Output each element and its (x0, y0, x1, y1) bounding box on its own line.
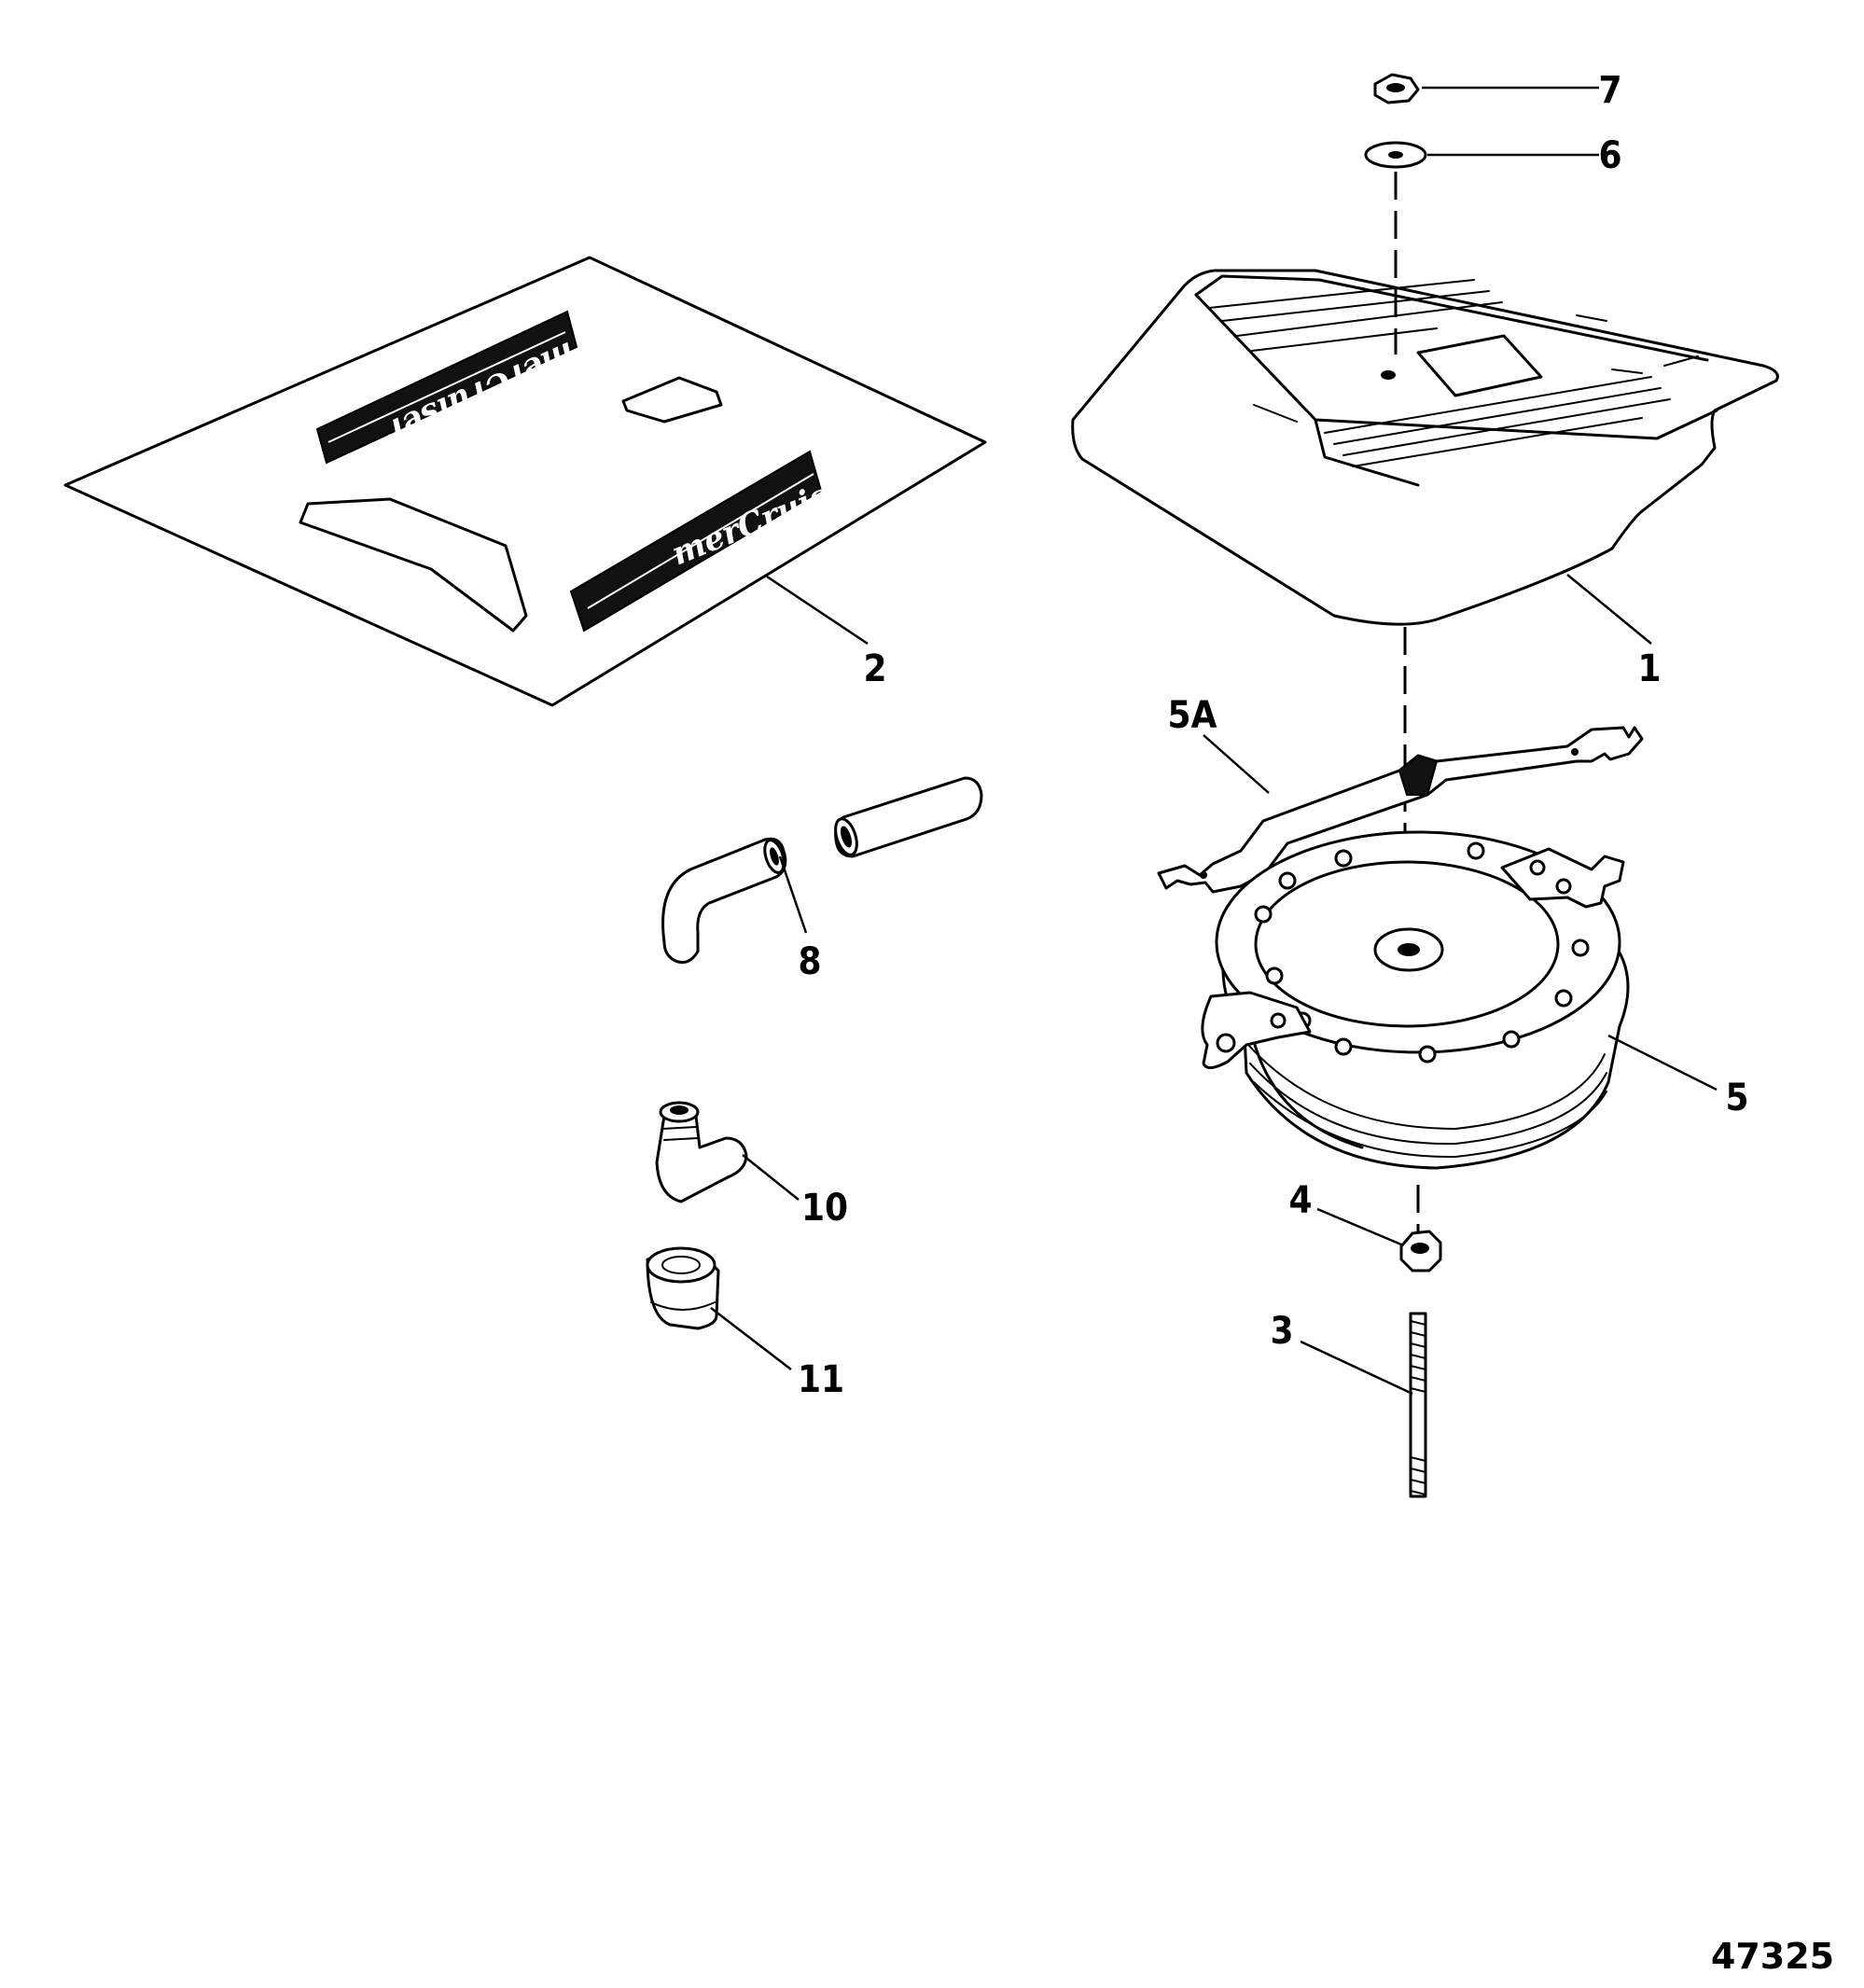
vent-hose-elbow (661, 837, 787, 965)
leader-5a (1203, 734, 1270, 794)
leader-11 (710, 1307, 792, 1370)
plug (646, 1246, 720, 1330)
callout-10: 10 (801, 1187, 848, 1230)
leader-5 (1607, 1034, 1718, 1091)
mounting-bracket (1157, 726, 1644, 894)
flame-arrestor-cover (1071, 269, 1779, 626)
callout-8: 8 (798, 940, 821, 983)
stud-nut (1399, 1230, 1442, 1272)
cover-nut (1373, 73, 1420, 104)
callout-1: 1 (1637, 647, 1661, 690)
callout-3: 3 (1270, 1310, 1293, 1353)
callout-5a: 5A (1168, 694, 1217, 737)
callout-4: 4 (1288, 1179, 1312, 1222)
callout-5: 5 (1725, 1077, 1748, 1119)
leader-3 (1300, 1340, 1413, 1396)
leader-2 (766, 575, 869, 646)
cover-washer (1364, 141, 1427, 169)
leader-8 (778, 855, 808, 934)
callout-6: 6 (1598, 134, 1621, 177)
callout-7: 7 (1598, 69, 1621, 112)
leader-4 (1316, 1207, 1402, 1246)
decal-sheet: merCruiser merCruiser (63, 256, 987, 707)
callout-2: 2 (863, 647, 886, 690)
figure-number: 47325 (1711, 1936, 1834, 1977)
elbow-fitting (655, 1101, 748, 1203)
callout-11: 11 (798, 1358, 844, 1401)
leader-10 (742, 1154, 800, 1201)
leader-1 (1566, 574, 1652, 645)
flame-arrestor (1201, 830, 1630, 1170)
mounting-stud (1409, 1312, 1427, 1498)
vent-hose-straight (834, 776, 983, 858)
